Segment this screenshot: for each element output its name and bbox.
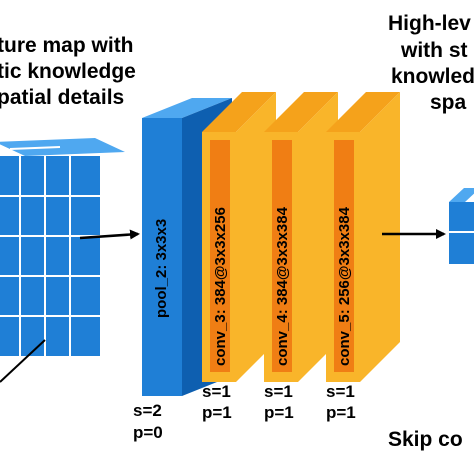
conv-5-layer: conv_5: 256@3x3x384 <box>326 92 400 382</box>
conv-3-layer: conv_3: 384@3x3x256 <box>202 92 276 382</box>
pool-2-label: pool_2: 3x3x3 <box>153 219 170 318</box>
layer-params: s=2 p=0 s=1 p=1 s=1 p=1 s=1 p=1 <box>133 382 356 442</box>
conv-3-padding: p=1 <box>202 403 232 422</box>
output-cube-top-face <box>449 188 474 202</box>
input-feature-cube <box>0 138 125 356</box>
conv-5-label: conv_5: 256@3x3x384 <box>336 206 353 366</box>
conv-5-side-face <box>360 92 400 382</box>
left-caption: ture map with tic knowledge patial detai… <box>0 34 136 109</box>
pool-2-padding: p=0 <box>133 423 163 442</box>
conv-4-stride: s=1 <box>264 382 293 401</box>
left-caption-line-3: patial details <box>0 86 124 109</box>
input-cube-top-face <box>0 138 125 156</box>
pool-2-stride: s=2 <box>133 401 162 420</box>
conv-4-label: conv_4: 384@3x3x384 <box>274 206 291 366</box>
right-caption-line-3: knowled <box>391 65 474 88</box>
left-caption-line-1: ture map with <box>0 34 134 57</box>
right-caption-line-4: spa <box>430 91 467 114</box>
pool-2-front-face <box>142 118 182 396</box>
conv-3-stride: s=1 <box>202 382 231 401</box>
output-feature-cube <box>449 188 474 264</box>
conv-3-label: conv_3: 384@3x3x256 <box>212 207 229 366</box>
input-arrow <box>79 229 140 240</box>
input-cube-grid <box>0 146 100 356</box>
conv-5-stride: s=1 <box>326 382 355 401</box>
conv-4-top-face <box>264 92 338 132</box>
conv-3-top-face <box>202 92 276 132</box>
conv-5-label-panel <box>334 140 354 372</box>
left-caption-line-2: tic knowledge <box>0 60 136 83</box>
conv-3-label-panel <box>210 140 230 372</box>
conv-5-padding: p=1 <box>326 403 356 422</box>
pool-2-top-face <box>142 98 232 118</box>
input-cube-front-face <box>0 156 100 356</box>
right-caption-line-1: High-lev <box>388 12 471 35</box>
right-caption-line-2: with st <box>400 39 468 62</box>
conv-4-label-panel <box>272 140 292 372</box>
caption-pointer-line <box>0 339 46 383</box>
right-caption: High-lev with st knowled spa <box>388 12 474 114</box>
conv-5-top-face <box>326 92 400 132</box>
skip-connection-caption: Skip co <box>388 428 463 451</box>
conv-4-padding: p=1 <box>264 403 294 422</box>
